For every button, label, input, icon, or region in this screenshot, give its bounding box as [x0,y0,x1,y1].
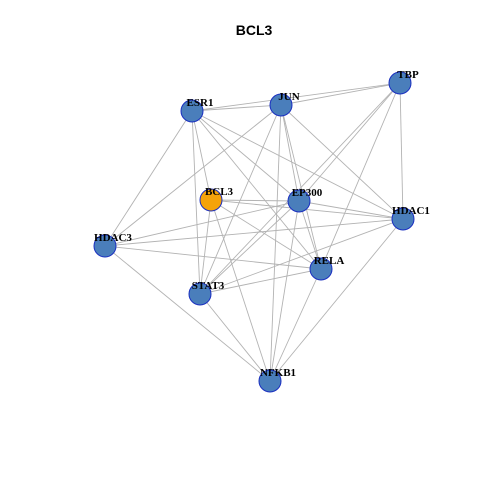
node-label: STAT3 [192,280,225,292]
edge-esr1-jun [191,104,282,112]
node-label: BCL3 [205,186,234,198]
node-label: TBP [397,69,419,81]
node-circle [188,282,212,306]
node-label: HDAC1 [392,205,430,217]
edge-jun-tbp [280,82,401,106]
edge-bcl3-nfkb1 [210,199,271,382]
edge-jun-stat3 [199,104,282,295]
node-label: JUN [278,91,299,103]
edge-jun-nfkb1 [269,104,282,382]
node-ep300[interactable]: EP300 [287,187,323,213]
edge-ep300-hdac3 [104,200,300,247]
node-circle [258,369,282,393]
edge-hdac3-nfkb1 [104,245,271,382]
node-jun[interactable]: JUN [269,91,300,117]
node-circle [199,188,223,212]
edge-ep300-stat3 [199,200,300,295]
node-label: HDAC3 [94,232,132,244]
edge-stat3-hdac1 [199,218,404,295]
edge-layer [104,82,404,382]
edge-stat3-rela [199,268,322,295]
edge-stat3-nfkb1 [199,293,271,382]
edge-esr1-hdac1 [191,110,404,220]
edge-bcl3-hdac1 [210,199,404,220]
edge-rela-nfkb1 [269,268,322,382]
node-circle [388,71,412,95]
node-label: ESR1 [187,97,214,109]
edge-tbp-stat3 [199,82,401,295]
diagram-title: BCL3 [236,22,273,38]
edge-esr1-rela [191,110,322,270]
edge-esr1-stat3 [191,110,201,295]
edge-bcl3-stat3 [199,199,212,295]
node-hdac3[interactable]: HDAC3 [93,232,132,258]
node-tbp[interactable]: TBP [388,69,419,95]
node-circle [180,99,204,123]
node-circle [269,93,293,117]
edge-tbp-rela [320,82,401,270]
node-label: EP300 [292,187,323,199]
edge-jun-ep300 [280,104,300,202]
node-circle [93,234,117,258]
node-circle [391,207,415,231]
node-circle [309,257,333,281]
node-esr1[interactable]: ESR1 [180,97,214,123]
node-hdac1[interactable]: HDAC1 [391,205,430,231]
edge-tbp-hdac1 [399,82,404,220]
edge-bcl3-rela [210,199,322,270]
node-label: RELA [314,255,345,267]
edge-esr1-hdac3 [104,110,193,247]
edge-jun-hdac1 [280,104,404,220]
edge-bcl3-esr1 [191,110,212,201]
edge-ep300-rela [298,200,322,270]
edge-jun-hdac3 [104,104,282,247]
node-bcl3[interactable]: BCL3 [199,186,234,212]
edge-hdac3-hdac1 [104,218,404,247]
node-stat3[interactable]: STAT3 [188,280,225,306]
edge-ep300-nfkb1 [269,200,300,382]
node-nfkb1[interactable]: NFKB1 [258,367,296,393]
edge-esr1-ep300 [191,110,300,202]
edge-hdac3-rela [104,245,322,270]
node-rela[interactable]: RELA [309,255,345,281]
edge-ep300-hdac1 [298,200,404,220]
node-circle [287,189,311,213]
edge-tbp-ep300 [298,82,401,202]
edge-bcl3-ep300 [210,199,300,202]
edge-hdac1-nfkb1 [269,218,404,382]
node-label: NFKB1 [260,367,296,379]
edge-esr1-tbp [191,82,401,112]
